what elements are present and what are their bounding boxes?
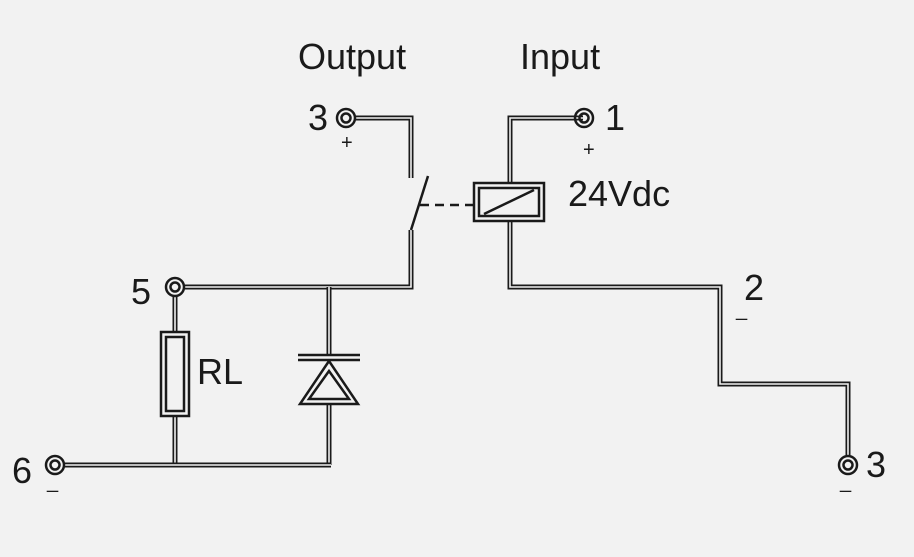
polarity-sign: + xyxy=(341,132,353,154)
terminal-2-input: 2 _ xyxy=(735,267,764,321)
terminal-5-output: 5 xyxy=(131,271,186,312)
load-resistor-icon xyxy=(159,330,191,418)
wire-input-return xyxy=(507,221,851,456)
terminal-1-input: 1 + xyxy=(573,97,625,161)
switch-contact-icon xyxy=(409,175,430,231)
terminal-number: 5 xyxy=(131,271,151,312)
terminal-3-output: 3 + xyxy=(308,97,357,154)
wires xyxy=(64,115,851,468)
wire-output-5 xyxy=(185,230,414,290)
wire-output-plus xyxy=(355,115,414,178)
input-heading: Input xyxy=(520,36,600,77)
load-label: RL xyxy=(197,351,243,392)
terminal-6-output: 6 _ xyxy=(12,450,66,493)
terminal-number: 1 xyxy=(605,97,625,138)
terminal-3-input: 3 _ xyxy=(837,444,886,493)
terminal-connector-icon xyxy=(164,276,186,298)
polarity-sign: _ xyxy=(839,471,852,493)
terminal-number: 3 xyxy=(866,444,886,485)
polarity-sign: _ xyxy=(735,299,748,321)
terminal-connector-icon xyxy=(837,454,859,476)
polarity-sign: _ xyxy=(46,471,59,493)
terminal-number: 3 xyxy=(308,97,328,138)
supply-voltage-label: 24Vdc xyxy=(568,173,670,214)
terminal-connector-icon xyxy=(44,454,66,476)
terminal-connector-icon xyxy=(335,107,357,129)
polarity-sign: + xyxy=(583,139,595,161)
terminal-number: 6 xyxy=(12,450,32,491)
terminal-connector-icon xyxy=(573,107,595,129)
output-heading: Output xyxy=(298,36,406,77)
relay-coil-icon xyxy=(472,181,546,223)
terminal-number: 2 xyxy=(744,267,764,308)
diode-icon xyxy=(297,353,361,406)
